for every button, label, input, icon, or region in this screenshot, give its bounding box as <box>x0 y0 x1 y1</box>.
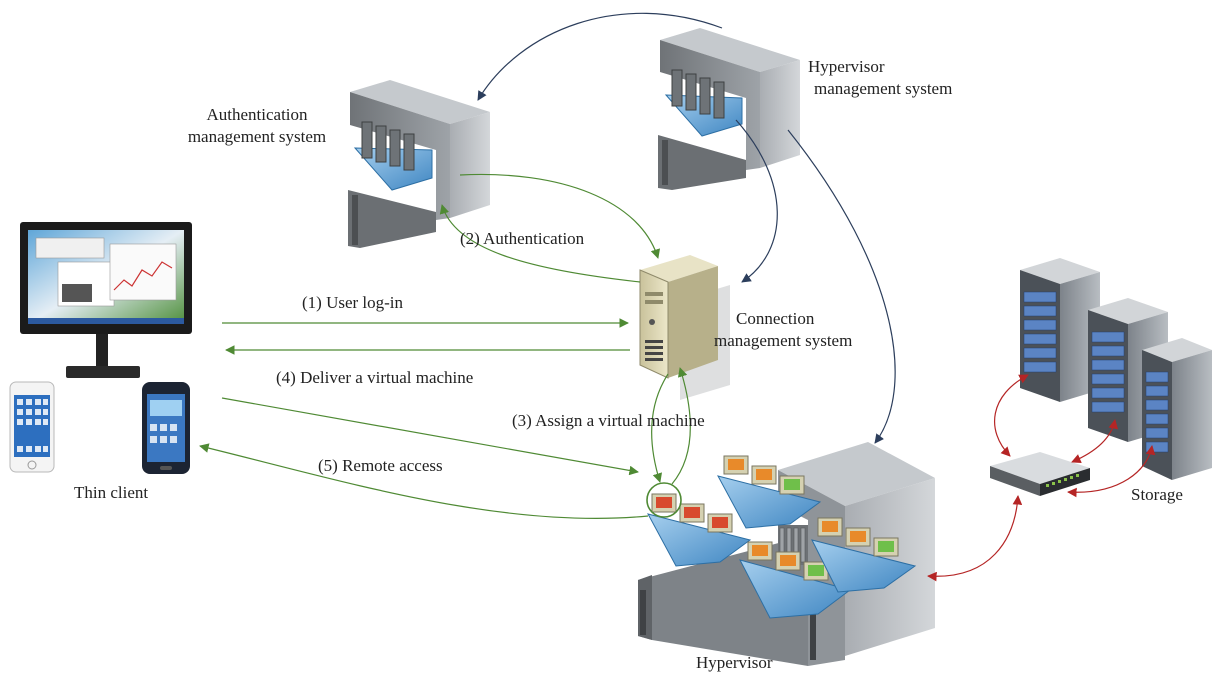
android-phone-icon <box>142 382 190 474</box>
hypervisor-management-server-icon <box>658 28 800 190</box>
step3-assign-vm-label: (3) Assign a virtual machine <box>512 411 705 430</box>
step5-remote-access-arrow <box>221 397 639 476</box>
hv-mgmt-to-hypervisor-arrow <box>787 129 896 444</box>
desktop-monitor-icon <box>20 222 192 378</box>
step2-authentication-label: (2) Authentication <box>460 229 585 248</box>
authentication-server-icon <box>348 80 490 248</box>
auth-system-label-line1: Authentication <box>206 105 308 124</box>
auth-system-label: Authentication management system <box>172 104 342 148</box>
thin-client-label: Thin client <box>74 483 149 502</box>
vm-tray-4 <box>811 517 917 593</box>
assigned-vm-highlight <box>646 482 682 518</box>
connection-system-label: Connection management system <box>714 308 852 352</box>
step2-authentication-arrow <box>459 173 661 259</box>
step1-user-login-label: (1) User log-in <box>302 293 404 312</box>
network-switch-icon <box>990 452 1090 496</box>
connection-server-icon <box>639 255 730 400</box>
storage-rack-icon <box>1142 338 1212 480</box>
connection-label-line2: management system <box>714 331 853 351</box>
hypervisor-label: Hypervisor <box>696 653 773 672</box>
vm-tray-3 <box>739 541 852 619</box>
hypervisor-mgmt-label-line2: management system <box>814 79 953 99</box>
storage-label: Storage <box>1131 485 1183 504</box>
iphone-icon <box>9 381 55 473</box>
step5-remote-access-label: (5) Remote access <box>318 456 443 475</box>
hypervisor-switch-link <box>927 495 1023 582</box>
hypervisor-mgmt-label-line1: Hypervisor <box>808 57 885 76</box>
auth-system-label-line2: management system <box>187 127 327 147</box>
step4-deliver-vm-label: (4) Deliver a virtual machine <box>276 368 474 387</box>
step5-remote-access-return-arrow <box>199 443 649 519</box>
step3-assign-vm-arrow <box>671 367 691 485</box>
hv-mgmt-to-auth-arrow <box>477 12 723 101</box>
storage-rack3-link <box>1067 445 1156 498</box>
step3-assign-vm-return-arrow <box>651 373 669 483</box>
vm-tray-1 <box>647 493 752 567</box>
step2-authentication-return-arrow <box>439 204 641 283</box>
hypervisor-mgmt-label: Hypervisor management system <box>808 56 952 100</box>
storage-rack-icon <box>1020 258 1100 402</box>
connection-label-line1: Connection <box>736 309 815 328</box>
storage-rack1-link <box>994 374 1029 457</box>
vm-tray-2 <box>717 455 822 529</box>
hv-mgmt-to-connection-arrow <box>735 119 778 283</box>
